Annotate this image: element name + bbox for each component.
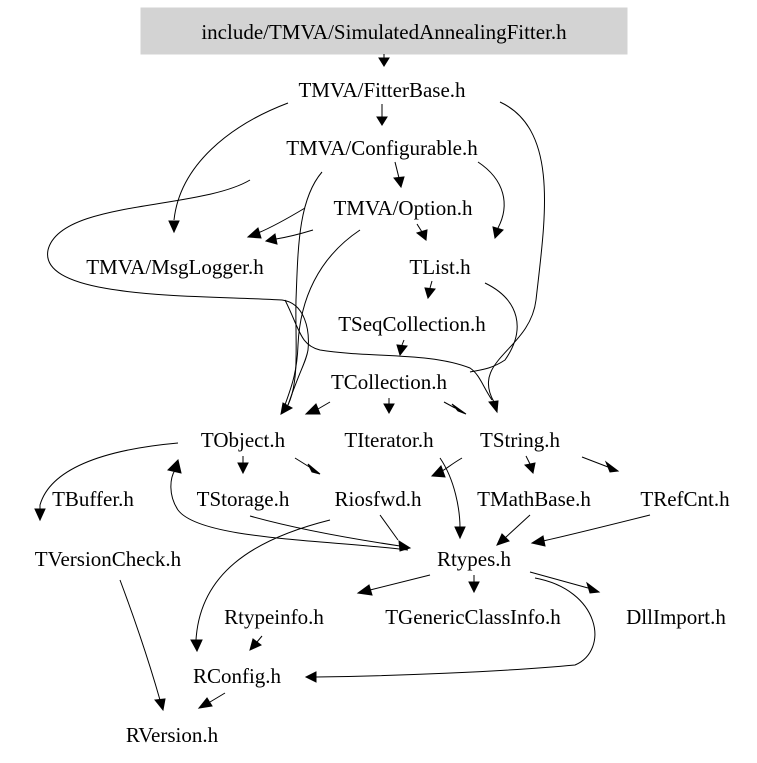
- edge-riosfwd-rtypes: [379, 514, 399, 541]
- edges: [34, 54, 651, 712]
- node-tbuffer[interactable]: TBuffer.h: [52, 487, 134, 511]
- edge-tstring-rtypes: [439, 457, 463, 473]
- arrowhead-rtypes-from-titerator: [454, 526, 466, 540]
- edge-trefcnt-rtypes: [542, 514, 651, 542]
- arrowhead-msglogger-from-option-a: [246, 227, 262, 239]
- node-tgenericclassinfo[interactable]: TGenericClassInfo.h: [385, 605, 561, 629]
- node-rtypes[interactable]: Rtypes.h: [437, 547, 512, 571]
- arrowhead-option: [393, 176, 405, 189]
- node-tlist[interactable]: TList.h: [409, 255, 471, 279]
- node-tversioncheck[interactable]: TVersionCheck.h: [35, 547, 182, 571]
- edge-tmathbase-rtypes: [504, 514, 531, 539]
- edge-rtypes-tobject: [170, 469, 409, 551]
- node-option[interactable]: TMVA/Option.h: [333, 196, 473, 220]
- node-tmathbase[interactable]: TMathBase.h: [477, 487, 591, 511]
- node-tcollection[interactable]: TCollection.h: [331, 370, 448, 394]
- arrowhead-msglogger-from-option-b: [264, 233, 278, 245]
- edge-tobject-tbuffer: [39, 442, 179, 510]
- arrowhead-msglogger-from-fitterbase: [168, 220, 180, 234]
- arrowhead-tobject-from-tcollection: [304, 403, 321, 415]
- node-rversion[interactable]: RVersion.h: [126, 723, 219, 747]
- arrowhead-tstring-left: [430, 465, 446, 478]
- edge-rtypes-dllimport: [529, 571, 589, 589]
- edge-tseqcollection-tcollection: [401, 339, 405, 346]
- arrowhead-tgenericclassinfo: [468, 581, 480, 594]
- edge-rtypeinfo-rconfig: [256, 635, 263, 643]
- node-tseqcollection[interactable]: TSeqCollection.h: [338, 312, 486, 336]
- arrowhead-tseqcollection: [424, 287, 436, 300]
- arrowhead-rtypes-from-tstorage: [398, 540, 412, 552]
- edge-tlist-side: [469, 282, 518, 373]
- edge-fitterbase-tstring: [487, 101, 545, 403]
- edge-rconfig-rversion: [209, 692, 226, 703]
- arrowhead-configurable: [376, 116, 388, 126]
- edge-tstring-trefcnt: [581, 456, 609, 468]
- edge-titerator-rtypes: [439, 457, 461, 529]
- arrowhead-rtypes-from-trefcnt: [530, 535, 546, 547]
- arrowhead-trefcnt: [604, 460, 620, 473]
- edge-msglogger-tcollection: [284, 299, 493, 401]
- root-node-label: include/TMVA/SimulatedAnnealingFitter.h: [201, 20, 567, 44]
- arrowhead-fitterbase: [378, 57, 390, 67]
- edge-configurable-tlist: [477, 161, 505, 229]
- edge-tcollection-tobject: [317, 401, 331, 410]
- node-dllimport[interactable]: DllImport.h: [626, 605, 726, 629]
- arrowhead-tcollection: [396, 344, 408, 357]
- edge-tstorage-rtypes: [249, 515, 401, 547]
- edge-option-msglogger-b: [275, 229, 314, 240]
- arrowhead-tversioncheck-from-tobject: [34, 508, 46, 522]
- arrowhead-rconfig-from-riosfwd: [190, 639, 203, 653]
- edge-tversioncheck-rversion: [119, 579, 161, 701]
- arrowhead-tstring-from-fitterbase: [488, 400, 499, 414]
- edge-configurable-loop: [47, 179, 309, 406]
- arrowhead-rtypes-from-tmathbase: [496, 533, 510, 546]
- arrowhead-tmathbase: [523, 462, 536, 475]
- edge-riosfwd-rconfig: [195, 519, 331, 641]
- arrowhead-rtypeinfo: [356, 584, 373, 596]
- arrowhead-dllimport: [586, 581, 601, 594]
- node-fitterbase[interactable]: TMVA/FitterBase.h: [298, 78, 466, 102]
- edge-tlist-tseqcollection: [429, 280, 433, 289]
- node-root[interactable]: include/TMVA/SimulatedAnnealingFitter.h: [140, 7, 628, 55]
- arrowhead-tlist-from-configurable: [492, 226, 504, 240]
- arrowhead-rversion-from-tversioncheck: [154, 698, 166, 712]
- arrowhead-tlist-from-option: [415, 229, 428, 241]
- edge-option-tlist: [416, 223, 423, 233]
- node-tstring[interactable]: TString.h: [480, 428, 560, 452]
- node-rtypeinfo[interactable]: Rtypeinfo.h: [224, 605, 324, 629]
- node-tstorage[interactable]: TStorage.h: [197, 487, 290, 511]
- node-titerator[interactable]: TIterator.h: [344, 428, 434, 452]
- edge-tcollection-tstring: [443, 401, 456, 409]
- node-riosfwd[interactable]: Riosfwd.h: [335, 487, 422, 511]
- arrowhead-rconfig-from-rtypes: [304, 671, 317, 683]
- arrowhead-titerator: [383, 403, 395, 415]
- arrowhead-tstring-from-tcollection: [451, 403, 467, 415]
- node-rconfig[interactable]: RConfig.h: [193, 664, 282, 688]
- node-configurable[interactable]: TMVA/Configurable.h: [286, 136, 478, 160]
- edge-option-msglogger-a: [257, 207, 306, 234]
- edge-tobject-riosfwd: [294, 457, 312, 469]
- edge-fitterbase-msglogger: [173, 102, 289, 221]
- edge-tstring-tmathbase: [525, 455, 531, 465]
- arrowhead-rversion-from-rconfig: [197, 697, 213, 709]
- arrowhead-tobject-from-configurable: [280, 402, 294, 415]
- edge-rtypes-rtypeinfo: [369, 574, 431, 591]
- arrowhead-riosfwd: [307, 463, 321, 475]
- edge-option-tobject: [284, 229, 361, 406]
- node-tobject[interactable]: TObject.h: [201, 428, 286, 452]
- node-msglogger[interactable]: TMVA/MsgLogger.h: [86, 255, 264, 279]
- edge-configurable-option: [394, 161, 400, 179]
- arrowhead-tstorage: [237, 462, 249, 475]
- arrowhead-rconfig-from-rtypeinfo: [249, 638, 262, 651]
- edge-rtypes-rconfig: [315, 577, 596, 678]
- root-node-box: [140, 7, 628, 55]
- arrowhead-tobject-from-rtypes: [167, 459, 182, 474]
- node-trefcnt[interactable]: TRefCnt.h: [640, 487, 730, 511]
- edge-configurable-tobject: [287, 171, 323, 406]
